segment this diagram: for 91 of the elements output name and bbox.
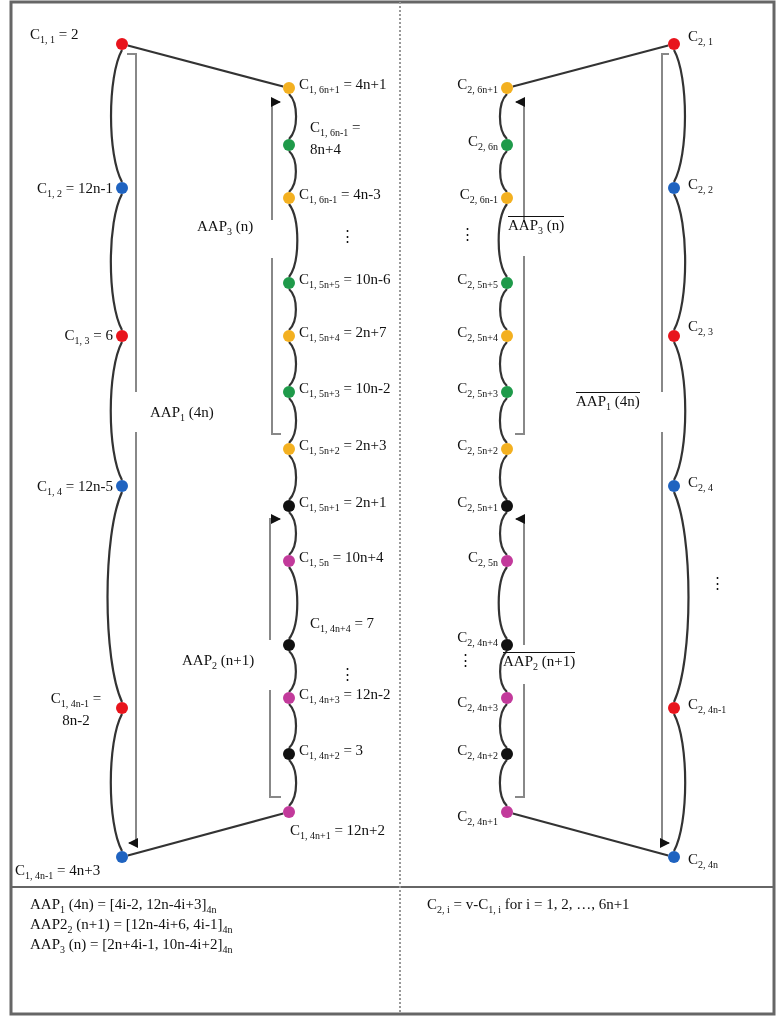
ellipsis: ⋮ [460, 226, 475, 243]
formula-text: AAP2$_{2}$ (n+1) = [12n-4i+6, 4i-1]$_{4n}$ [30, 916, 233, 937]
vertex-label: C$_{2, 5n+5}$ [456, 271, 498, 292]
vertex-label: C$_{2, 4}$ [688, 474, 714, 495]
vertex-label: C$_{1, 4n+4}$ = 7 [310, 615, 376, 636]
vertex-label: C$_{2, 5n+2}$ [456, 437, 498, 458]
vertex-label: C$_{2, 5n+3}$ [456, 380, 498, 401]
vertex-label: C$_{2, 4n-1}$ [688, 696, 728, 717]
connector-line [288, 341, 298, 387]
path-label: AAP$_{1}$ (4n) [576, 392, 640, 415]
ellipsis: ⋮ [340, 666, 355, 683]
connector-line [127, 812, 284, 857]
connector-line [498, 759, 508, 807]
vertex-label: C$_{1, 5n}$ = 10n+4 [299, 549, 385, 570]
vertex-label: C$_{1, 5n+3}$ = 10n-2 [299, 380, 392, 401]
vertex-label: C$_{1, 6n+1}$ = 4n+1 [299, 76, 388, 97]
connector-line [109, 49, 123, 183]
vertex-label: C$_{1, 2}$ = 12n-1 [36, 180, 113, 201]
connector-line [499, 288, 508, 331]
path-label: AAP$_{3}$ (n) [197, 218, 254, 239]
vertex-label: C$_{1, 5n+1}$ = 2n+1 [299, 494, 388, 515]
connector-line [498, 397, 508, 444]
path-label: AAP$_{3}$ (n) [508, 216, 565, 239]
vertex-label: C$_{2, 5n+4}$ [456, 324, 498, 345]
connector-line [498, 341, 508, 387]
connector-line [497, 566, 508, 640]
vertex-label: C$_{2, 5n}$ [467, 549, 498, 570]
connector-line [288, 203, 299, 278]
connector-line [672, 491, 690, 703]
connector-line [499, 650, 508, 693]
vertex-label: C$_{1, 4n+2}$ = 3 [299, 742, 365, 763]
connector-line [109, 713, 123, 852]
connector-line [288, 150, 297, 193]
connector-line [109, 193, 123, 331]
path-label: AAP$_{2}$ (n+1) [182, 652, 255, 673]
vertex-label: C$_{2, 4n+3}$ [456, 694, 498, 715]
vertex-label: C$_{1, 4n+1}$ = 12n+2 [290, 822, 387, 843]
vertex-label: C$_{1, 1}$ = 2 [30, 26, 80, 47]
connector-line [288, 703, 298, 749]
vertex-label: C$_{1, 5n+2}$ = 2n+3 [299, 437, 388, 458]
connector-line [288, 288, 297, 331]
vertex-label: C$_{2, 3}$ [688, 318, 714, 339]
connector-line [512, 44, 669, 88]
connector-line [499, 150, 508, 193]
formula-text: AAP$_{1}$ (4n) = [4i-2, 12n-4i+3]$_{4n}$ [30, 896, 217, 917]
vertex-label: C$_{1, 6n-1}$ = 8n+4 [310, 119, 362, 158]
ellipsis: ⋮ [340, 228, 355, 245]
connector-line [288, 454, 298, 501]
connector-line [106, 491, 124, 703]
vertex-label: C$_{1, 4n+3}$ = 12n-2 [299, 686, 392, 707]
connector-line [127, 44, 284, 88]
vertex-label: C$_{2, 6n-1}$ [458, 186, 498, 207]
vertex-label: C$_{2, 4n+2}$ [456, 742, 498, 763]
path-label: AAP$_{1}$ (4n) [150, 404, 214, 425]
formula-text: C$_{2, i}$ = v-C$_{1, i}$ for i = 1, 2, …, 6n+1 [427, 896, 630, 917]
connector-line [288, 397, 298, 444]
connector-line [498, 454, 508, 501]
connector-line [498, 93, 508, 140]
connector-line [673, 193, 687, 331]
connector-line [512, 812, 669, 857]
vertex-label: C$_{1, 4}$ = 12n-5 [36, 478, 113, 499]
connector-line [498, 511, 508, 556]
vertex-label: C$_{1, 3}$ = 6 [63, 327, 113, 348]
vertex-label: C$_{2, 2}$ [688, 176, 714, 197]
connector-line [673, 49, 687, 183]
vertex-label: C$_{1, 4n-1}$ = 4n+3 [15, 862, 102, 883]
vertex-label: C$_{1, 4n-1}$ = 8n-2 [49, 690, 103, 729]
vertex-label: C$_{2, 6n}$ [467, 133, 498, 154]
vertex-label: C$_{2, 6n+1}$ [456, 76, 498, 97]
vertex-label: C$_{2, 1}$ [688, 28, 714, 49]
vertex-label: C$_{2, 5n+1}$ [456, 494, 498, 515]
connector-line [673, 713, 687, 852]
connector-line [288, 511, 298, 556]
ellipsis: ⋮ [458, 652, 473, 669]
connector-line [498, 703, 508, 749]
connector-line [288, 759, 298, 807]
vertex-label: C$_{1, 5n+4}$ = 2n+7 [299, 324, 388, 345]
connector-line [109, 341, 123, 481]
vertex-label: C$_{1, 5n+5}$ = 10n-6 [299, 271, 392, 292]
path-label: AAP$_{2}$ (n+1) [503, 652, 576, 675]
vertex-label: C$_{2, 4n+4}$ [456, 629, 498, 650]
ellipsis: ⋮ [710, 575, 725, 592]
formula-text: AAP$_{3}$ (n) = [2n+4i-1, 10n-4i+2]$_{4n}$ [30, 936, 233, 957]
connector-line [288, 566, 299, 640]
connector-line [288, 650, 297, 693]
connector-line [497, 203, 508, 278]
connector-line [288, 93, 298, 140]
vertex-label: C$_{2, 4n+1}$ [456, 808, 498, 829]
connector-line [673, 341, 687, 481]
vertex-label: C$_{1, 6n-1}$ = 4n-3 [299, 186, 382, 207]
vertex-label: C$_{2, 4n}$ [688, 851, 719, 872]
